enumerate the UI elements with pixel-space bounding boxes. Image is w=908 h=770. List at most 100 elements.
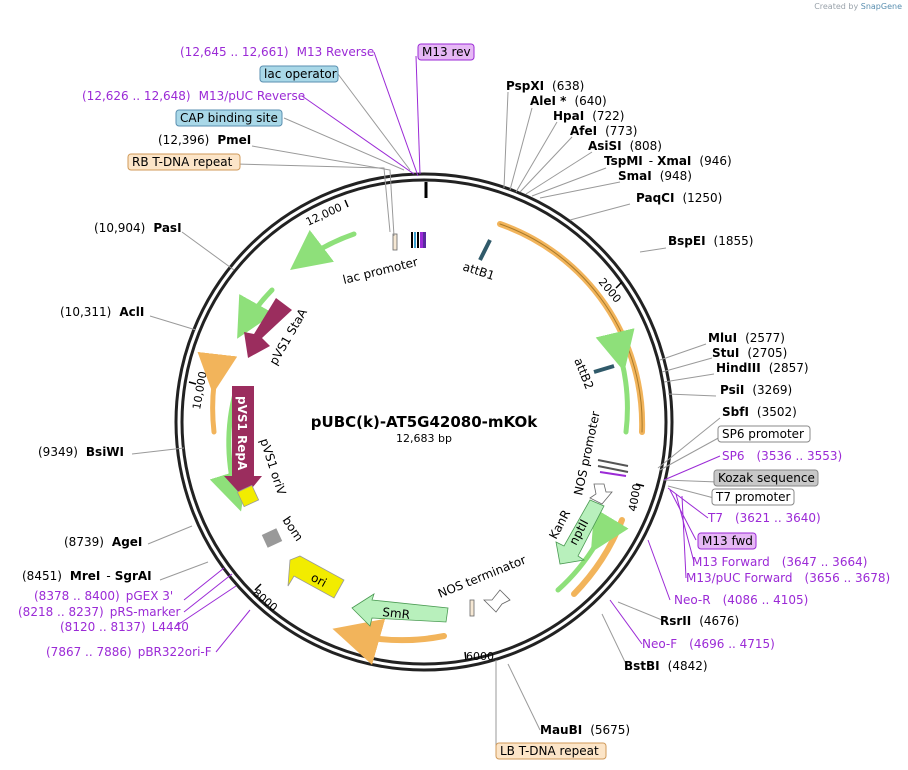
- label-bstbi[interactable]: BstBI (4842): [624, 659, 708, 673]
- plasmid-size: 12,683 bp: [396, 432, 452, 445]
- tick-marks: [188, 199, 645, 661]
- pasi-pos: (10,904): [94, 221, 145, 235]
- hindiii-pos: (2857): [769, 361, 809, 375]
- attb2-marker[interactable]: [593, 364, 615, 374]
- label-pasi[interactable]: (10,904) PasI: [94, 221, 182, 235]
- sp6-t7-cluster[interactable]: [597, 459, 629, 477]
- bom-box[interactable]: [261, 528, 283, 548]
- label-psii[interactable]: PsiI(3269): [720, 383, 792, 397]
- bstbi-pos: (4842): [668, 659, 708, 673]
- neo-f-coords: (4696 .. 4715): [689, 637, 775, 651]
- label-neo-r[interactable]: Neo-R(4086 .. 4105): [674, 593, 808, 607]
- pvs1-repa-arrow[interactable]: [224, 386, 262, 498]
- m13-fwd-label: M13 fwd: [702, 534, 753, 548]
- nptii-arrow[interactable]: [555, 499, 605, 565]
- label-neo-f[interactable]: Neo-F (4696 .. 4715): [642, 637, 775, 651]
- label-prs-marker[interactable]: (8218 .. 8237)pRS-marker: [18, 605, 180, 619]
- alei-name: AleI *: [530, 94, 567, 108]
- maubi-pos: (5675): [590, 723, 630, 737]
- t7-name: T7: [707, 511, 723, 525]
- sgrai-name: SgrAI: [115, 569, 152, 583]
- label-agei[interactable]: (8739)AgeI: [64, 535, 142, 549]
- backbone-inner: [180, 178, 668, 666]
- label-mlui[interactable]: MluI(2577): [708, 331, 785, 345]
- pmei-pos: (12,396): [158, 133, 209, 147]
- green-arc-top-left: [290, 229, 357, 271]
- label-t7[interactable]: T7(3621 .. 3640): [707, 511, 821, 525]
- stui-pos: (2705): [747, 346, 787, 360]
- label-hindiii[interactable]: HindIII(2857): [716, 361, 809, 375]
- label-acli[interactable]: (10,311)AclI: [60, 305, 144, 319]
- rsrii-name: RsrII: [660, 614, 691, 628]
- nos-terminator-arrow[interactable]: [483, 589, 511, 613]
- kozak-box[interactable]: [713, 469, 819, 487]
- nos-promoter-arrow[interactable]: [589, 483, 613, 505]
- feature-label-smr: SmR: [382, 605, 411, 622]
- hpai-name: HpaI: [553, 109, 584, 123]
- label-asisi[interactable]: AsiSI(808): [588, 139, 662, 153]
- m13-puc-forward-coords: (3656 .. 3678): [805, 571, 891, 585]
- label-m13-puc-reverse[interactable]: (12,626 .. 12,648)M13/pUC Reverse: [82, 89, 305, 103]
- t7-promoter-box[interactable]: [711, 488, 795, 506]
- label-pmei[interactable]: (12,396)PmeI: [158, 133, 251, 147]
- cap-binding-box[interactable]: [175, 109, 283, 127]
- m13-forward-name: M13 Forward: [692, 555, 770, 569]
- ori-arrow[interactable]: [287, 555, 345, 599]
- mrei-sgrai-pos: (8451): [22, 569, 62, 583]
- rb-repeat-box[interactable]: [127, 153, 241, 171]
- label-sp6[interactable]: SP6(3536 .. 3553): [722, 449, 842, 463]
- m13-reverse-name: M13 Reverse: [297, 45, 375, 59]
- pasi-name: PasI: [153, 221, 181, 235]
- label-pgex3[interactable]: (8378 .. 8400)pGEX 3': [34, 589, 173, 603]
- label-bspei[interactable]: BspEI(1855): [668, 234, 753, 248]
- paqci-pos: (1250): [682, 191, 722, 205]
- label-l4440[interactable]: (8120 .. 8137)L4440: [60, 620, 189, 634]
- lac-cluster[interactable]: [411, 232, 426, 248]
- label-m13-reverse[interactable]: (12,645 .. 12,661)M13 Reverse: [180, 45, 374, 59]
- m13-rev-box[interactable]: [417, 43, 475, 61]
- label-mrei-sgrai[interactable]: (8451)MreI-SgrAI: [22, 569, 152, 583]
- kozak-label: Kozak sequence: [718, 471, 815, 485]
- pvs1-oriv-box[interactable]: [236, 484, 260, 508]
- smr-arrow[interactable]: [351, 593, 449, 627]
- label-m13-forward[interactable]: M13 Forward(3647 .. 3664): [692, 555, 867, 569]
- label-m13-puc-forward[interactable]: M13/pUC Forward (3656 .. 3678): [686, 571, 890, 585]
- label-hpai[interactable]: HpaI(722): [553, 109, 624, 123]
- label-afei[interactable]: AfeI(773): [570, 124, 637, 138]
- label-stui[interactable]: StuI(2705): [712, 346, 787, 360]
- green-arc-bottom-right: [555, 507, 629, 593]
- attb1-marker[interactable]: [478, 239, 492, 261]
- rsrii-pos: (4676): [699, 614, 739, 628]
- orange-arc-left: [197, 351, 238, 435]
- label-maubi[interactable]: MauBI(5675): [540, 723, 630, 737]
- mlui-name: MluI: [708, 331, 737, 345]
- green-arc-upper-left: [237, 287, 275, 339]
- label-bsiwi[interactable]: (9349)BsiWI: [38, 445, 124, 459]
- lac-operator-box[interactable]: [259, 65, 339, 83]
- label-pbr322ori[interactable]: (7867 .. 7886)pBR322ori-F: [46, 645, 212, 659]
- lb-repeat-box[interactable]: [495, 742, 607, 760]
- neo-f-name: Neo-F: [642, 637, 677, 651]
- afei-name: AfeI: [570, 124, 597, 138]
- nos-terminator-marker[interactable]: [469, 599, 475, 617]
- feature-label-bom: bom: [280, 514, 307, 544]
- asisi-name: AsiSI: [588, 139, 622, 153]
- label-paqci[interactable]: PaqCI(1250): [636, 191, 722, 205]
- pvs1-staa-arrow[interactable]: [244, 298, 292, 358]
- bstbi-name: BstBI: [624, 659, 660, 673]
- tick-label-4000: 4000: [626, 483, 644, 513]
- label-sbfi[interactable]: SbfI(3502): [722, 405, 797, 419]
- sp6-promoter-box[interactable]: [717, 425, 811, 443]
- label-pspxi[interactable]: PspXI(638): [506, 79, 584, 93]
- label-rsrii[interactable]: RsrII (4676): [660, 614, 739, 628]
- label-tspmi-xmai[interactable]: TspMI-XmaI(946): [604, 154, 732, 168]
- rb-repeat-label: RB T-DNA repeat: [132, 155, 233, 169]
- snapgene-logo-text: SnapGene: [860, 2, 902, 11]
- m13-puc-forward-name: M13/pUC Forward: [686, 571, 793, 585]
- lac-promoter-box[interactable]: [392, 233, 398, 251]
- plasmid-name: pUBC(k)-AT5G42080-mKOk: [311, 413, 538, 431]
- label-alei[interactable]: AleI *(640): [530, 94, 607, 108]
- m13-fwd-box[interactable]: [697, 532, 757, 550]
- label-smai[interactable]: SmaI(948): [618, 169, 692, 183]
